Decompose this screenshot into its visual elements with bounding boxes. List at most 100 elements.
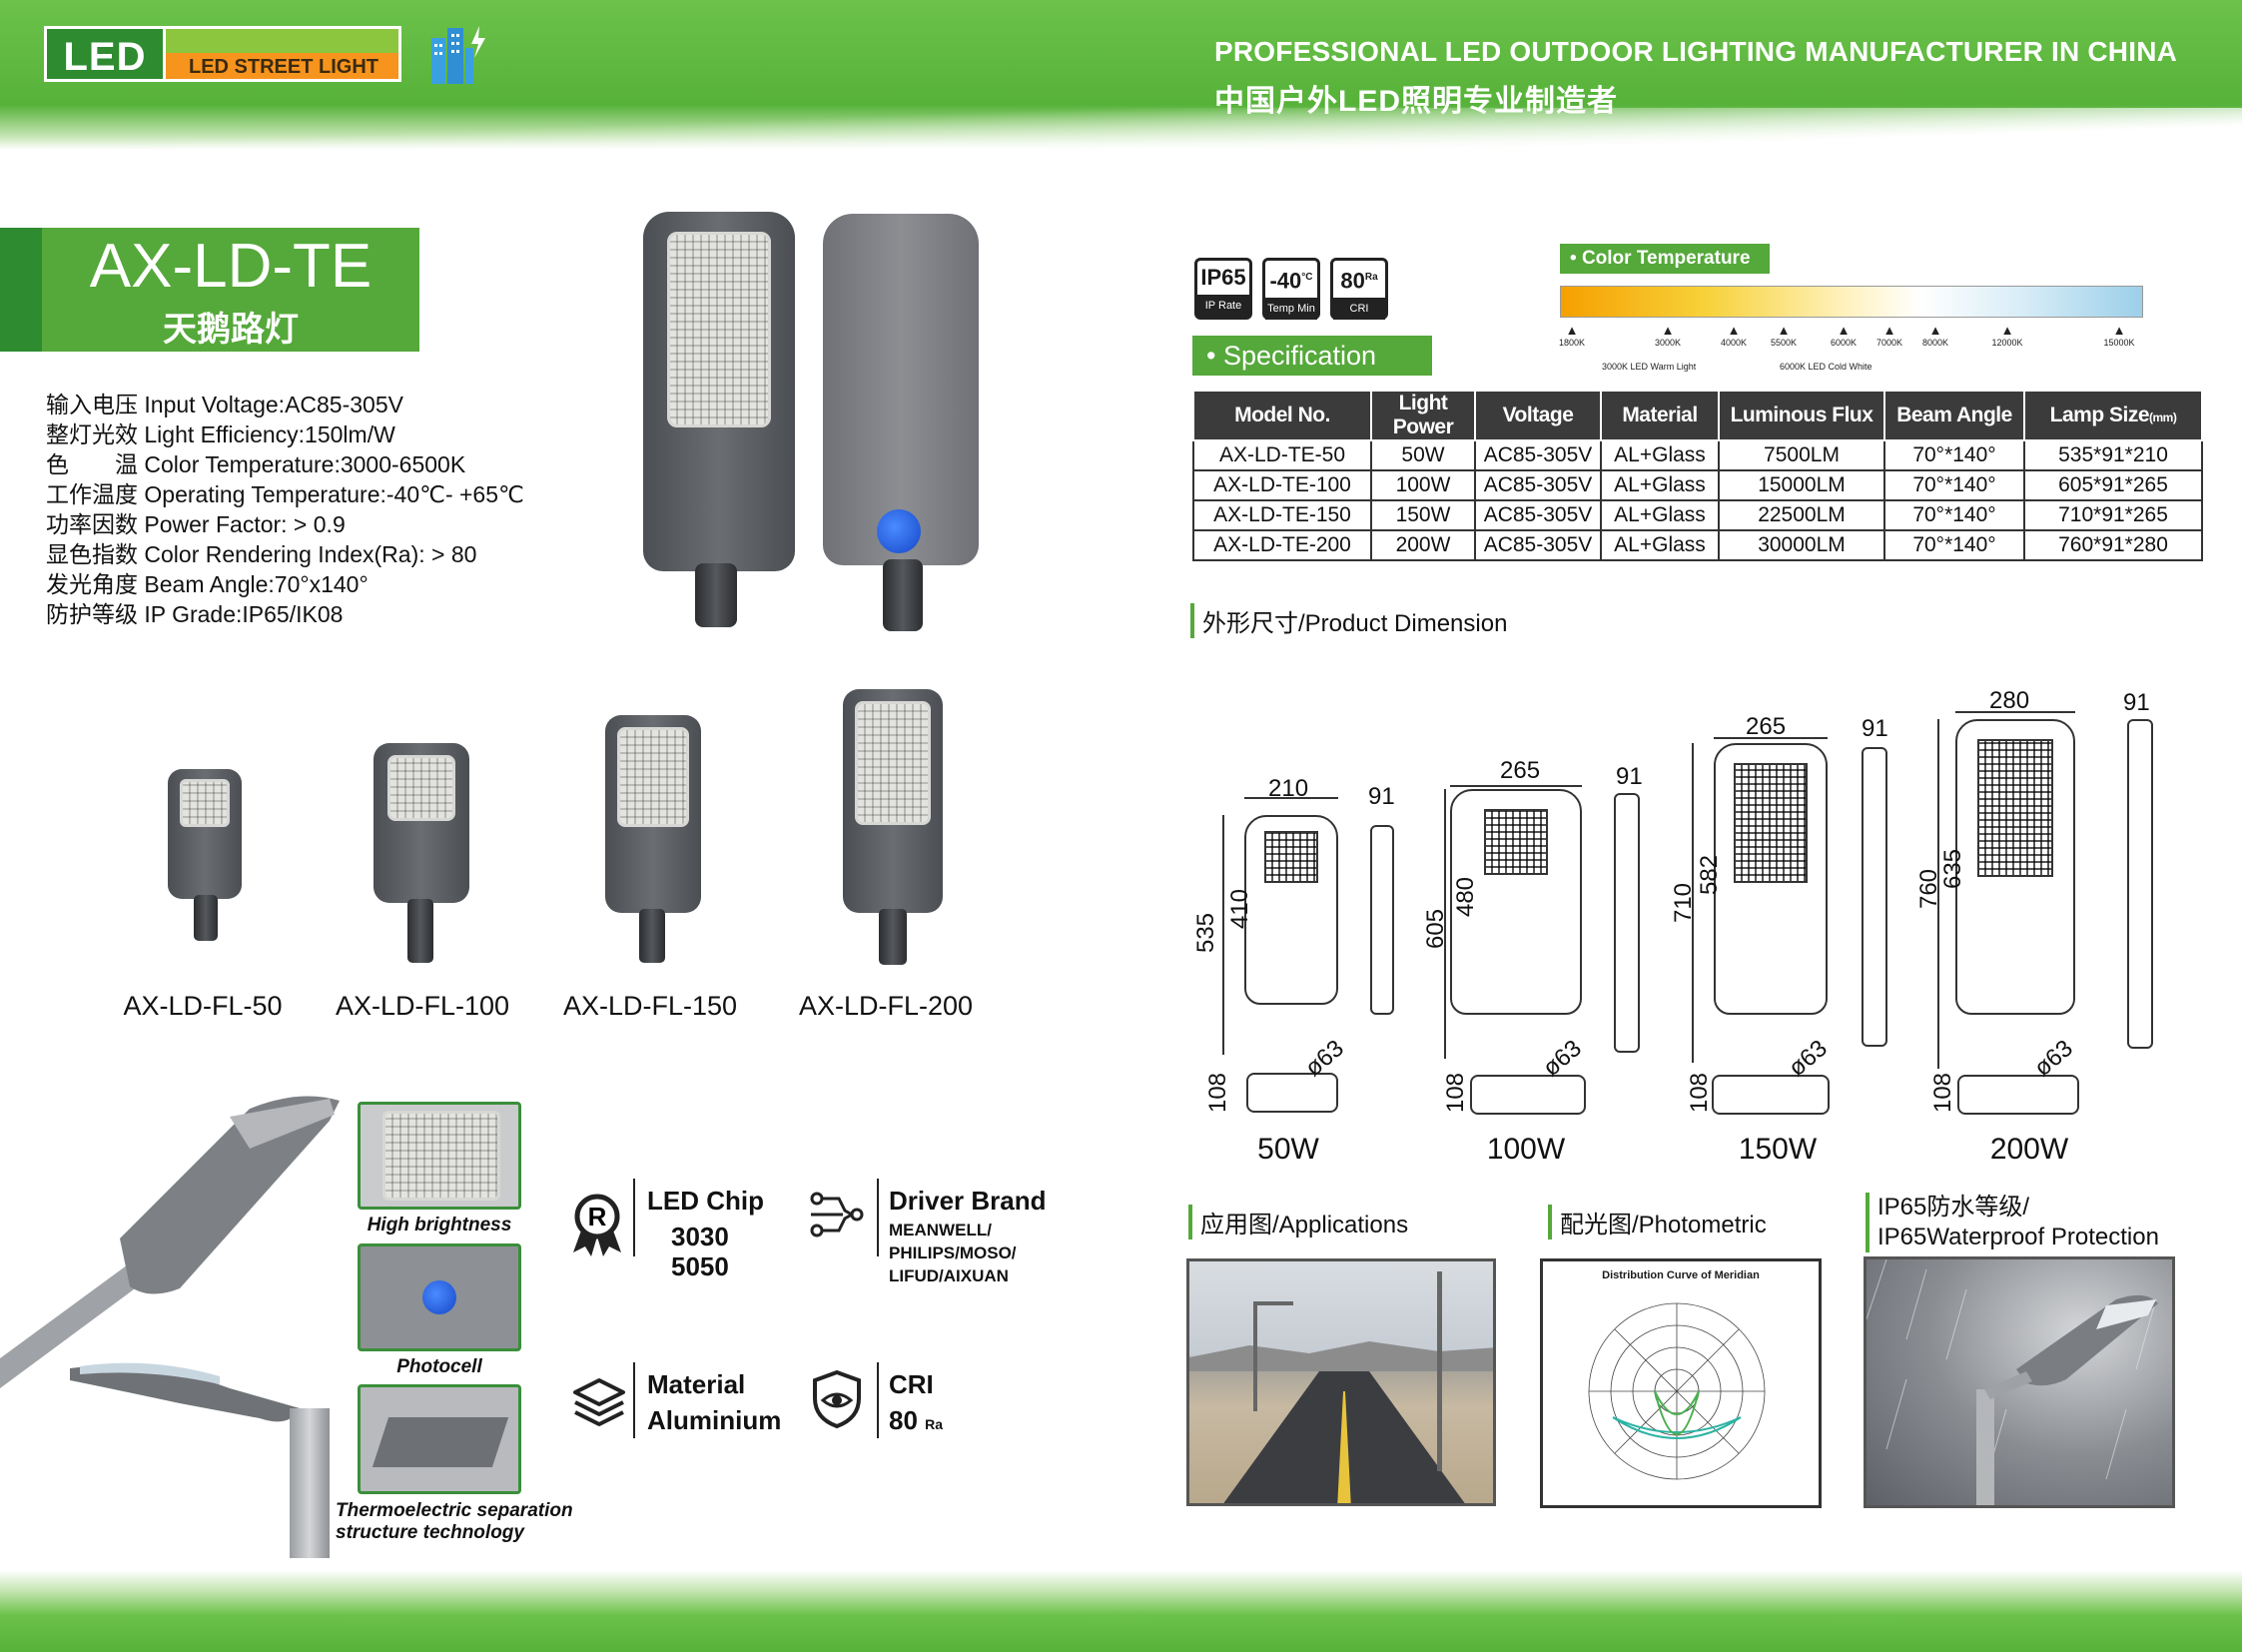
material-title: Material	[647, 1369, 746, 1399]
dimension-power-label: 150W	[1738, 1133, 1818, 1166]
feature-caption: High brightness	[367, 1215, 512, 1236]
dimension-line	[1937, 719, 1939, 1069]
dim-base: 108	[1204, 1072, 1232, 1114]
dim-inner: 480	[1452, 876, 1480, 918]
ct-note-warm: 3000K LED Warm Light	[1602, 362, 1697, 372]
dim-base: 108	[1686, 1072, 1714, 1114]
photometric-chart: Distribution Curve of Meridian	[1540, 1258, 1822, 1508]
dim-inner: 635	[1939, 848, 1967, 890]
spec-item: 工作温度 Operating Temperature:-40℃- +65℃	[46, 481, 524, 507]
dim-depth: 91	[2123, 689, 2150, 716]
dimension-side-view	[2127, 719, 2153, 1049]
photometric-chart-title: Distribution Curve of Meridian	[1602, 1269, 1760, 1281]
variant-label: AX-LD-FL-150	[562, 991, 738, 1021]
svg-text:R: R	[588, 1202, 607, 1232]
ct-tick: 12000K	[1977, 324, 2037, 348]
driver-brand-value: PHILIPS/MOSO/	[889, 1243, 1017, 1262]
spec-table: Model No. Light Power Voltage Material L…	[1192, 390, 2203, 561]
variant-neck-200	[879, 909, 907, 965]
spec-item: 发光角度 Beam Angle:70°x140°	[46, 571, 369, 597]
dimension-panel	[1484, 809, 1548, 875]
spec-item: 功率因数 Power Factor: > 0.9	[46, 511, 346, 537]
specification-title: • Specification	[1192, 336, 1432, 376]
dim-base: 108	[1442, 1072, 1470, 1114]
col-header: Material	[1600, 390, 1720, 441]
ct-tick: 5500K	[1754, 324, 1814, 348]
logo-subtitle: LED STREET LIGHT	[189, 56, 378, 78]
ip-protection-title: IP65防水等级/IP65Waterproof Protection	[1866, 1193, 2159, 1252]
driver-brand-title: Driver Brand	[889, 1186, 1047, 1216]
dimension-line	[1692, 743, 1694, 1063]
logo-bar	[166, 26, 401, 82]
shield-eye-icon	[813, 1369, 861, 1429]
product-chinese-name: 天鹅路灯	[163, 311, 299, 349]
feature-image-photocell	[358, 1243, 521, 1351]
feature-image-thermal	[358, 1384, 521, 1494]
variant-label: AX-LD-FL-50	[123, 991, 283, 1021]
spec-list: 输入电压 Input Voltage:AC85-305V 整灯光效 Light …	[46, 390, 524, 629]
dimension-side-view	[1614, 793, 1640, 1053]
ct-tick: 1800K	[1542, 324, 1602, 348]
dim-height: 710	[1670, 882, 1698, 924]
dimension-line	[1444, 789, 1446, 1059]
dim-width: 265	[1746, 713, 1787, 740]
spec-item: 整灯光效 Light Efficiency:150lm/W	[46, 421, 395, 447]
divider	[877, 1362, 879, 1438]
variant-neck-150	[639, 909, 665, 963]
dim-depth: 91	[1616, 763, 1643, 790]
lamp-back-image	[823, 214, 979, 565]
dimension-panel	[1977, 739, 2053, 877]
title-box	[0, 228, 419, 352]
material-value: Aluminium	[647, 1405, 782, 1435]
lamp-front-neck	[695, 563, 737, 627]
variant-neck-100	[407, 899, 433, 963]
divider	[877, 1179, 879, 1256]
divider	[633, 1362, 635, 1438]
tagline-english: PROFESSIONAL LED OUTDOOR LIGHTING MANUFA…	[1214, 36, 2178, 67]
variant-label: AX-LD-FL-100	[335, 991, 510, 1021]
lamp-back-neck	[883, 559, 923, 631]
ct-note-cold: 6000K LED Cold White	[1780, 362, 1872, 372]
feature-caption: Photocell	[396, 1356, 482, 1377]
dimension-line	[1450, 785, 1582, 787]
dimension-power-label: 200W	[1989, 1133, 2069, 1166]
dim-inner: 410	[1226, 888, 1254, 930]
dimension-side-view	[1862, 747, 1887, 1047]
col-header: Light Power	[1370, 390, 1476, 441]
table-header-row: Model No. Light Power Voltage Material L…	[1192, 390, 2203, 441]
applications-title: 应用图/Applications	[1188, 1205, 1408, 1239]
ip65-rain-photo	[1864, 1256, 2175, 1508]
ct-tick: 15000K	[2089, 324, 2149, 348]
dimension-base-view	[1957, 1075, 2079, 1115]
variant-panel-200	[855, 701, 931, 825]
feature-image-brightness	[358, 1102, 521, 1210]
dimension-line	[1714, 737, 1828, 739]
ct-tick: 6000K	[1814, 324, 1873, 348]
divider	[633, 1179, 635, 1256]
ct-tick: 8000K	[1905, 324, 1965, 348]
tagline-chinese: 中国户外LED照明专业制造者	[1214, 85, 1618, 118]
footer-band	[0, 1570, 2242, 1652]
building-bolt-icon	[431, 26, 485, 84]
dimension-line	[1955, 711, 2075, 713]
dimension-section-title: 外形尺寸/Product Dimension	[1190, 603, 1507, 638]
polar-curve-graphic	[1588, 1302, 1766, 1480]
col-header: Model No.	[1192, 390, 1372, 441]
driver-brand-value: MEANWELL/	[889, 1221, 992, 1239]
dim-base: 108	[1929, 1072, 1957, 1114]
cri-title: CRI	[889, 1369, 934, 1399]
spec-item: 防护等级 IP Grade:IP65/IK08	[46, 601, 344, 627]
led-chip-title: LED Chip	[647, 1186, 764, 1216]
ct-tick: 3000K	[1638, 324, 1698, 348]
variant-panel-100	[387, 755, 455, 821]
col-header: Beam Angle	[1883, 390, 2025, 441]
dim-width: 210	[1268, 775, 1309, 802]
award-icon: R	[573, 1194, 621, 1256]
logo-led: LED	[44, 26, 166, 82]
